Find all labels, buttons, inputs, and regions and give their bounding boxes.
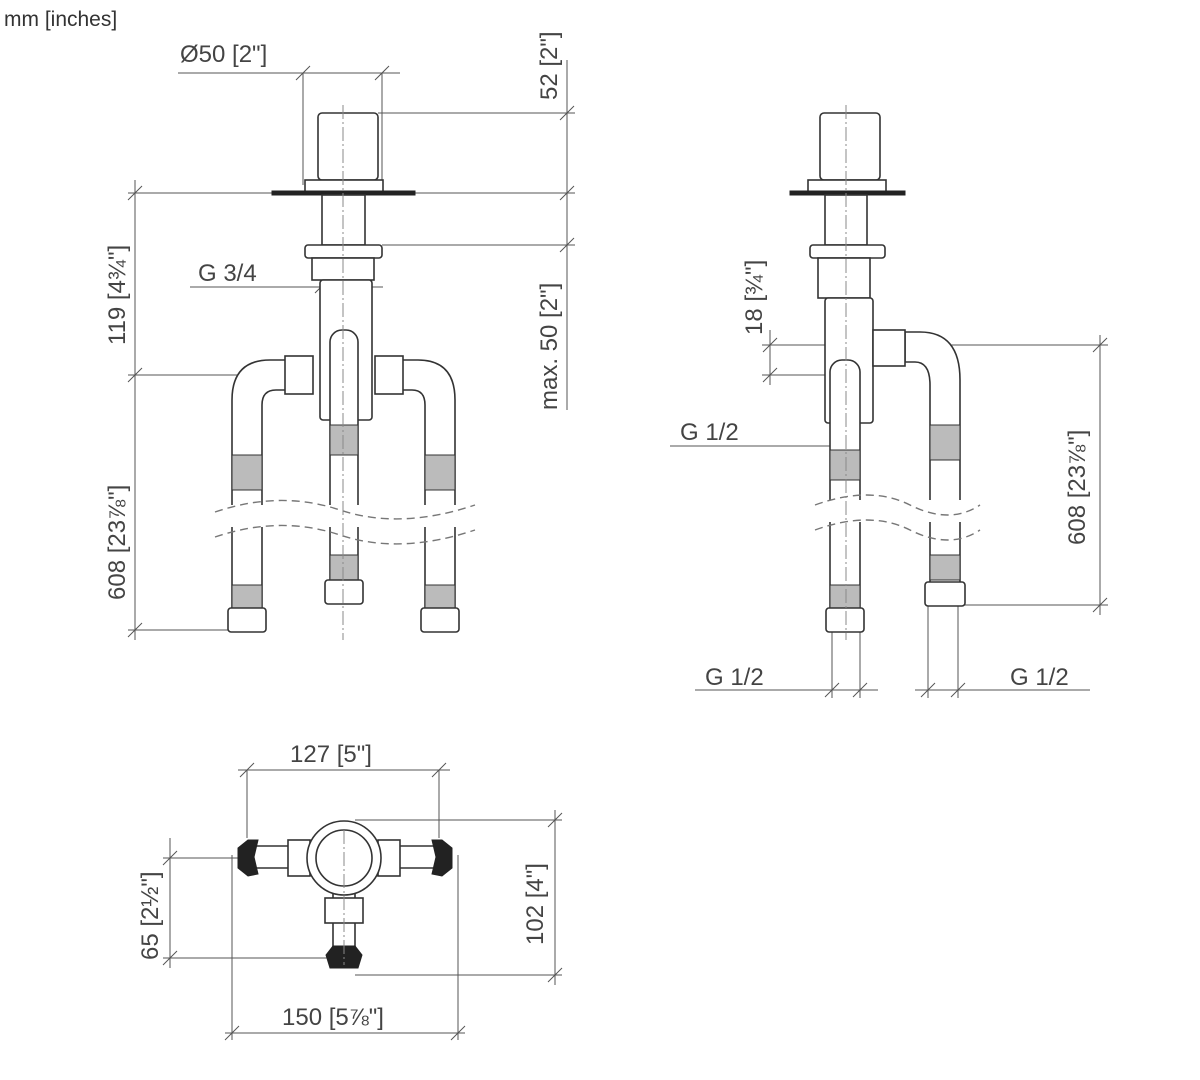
max-thickness-label: max. 50 [2"] [536, 283, 563, 410]
units-label: mm [inches] [4, 8, 117, 31]
hose-fittings [825, 424, 966, 633]
body-height-label: 119 [4¾"] [104, 245, 131, 345]
lock-nut [809, 244, 886, 259]
cap [317, 112, 379, 181]
hose-length-label: 608 [23⅞"] [104, 485, 131, 600]
break-line [814, 494, 981, 516]
cap-height-label: 52 [2"] [536, 31, 563, 100]
left-hex-fitting [237, 839, 259, 877]
side-view: 18 [¾"] G 1/2 608 [23⅞"] G 1/2 G 1/2 [670, 105, 1108, 698]
hose-fittings [227, 424, 460, 633]
right-nut [374, 355, 404, 395]
thread-sleeve [817, 257, 871, 299]
top-view: 127 [5"] 65 [2½"] 102 [4"] 150 [5⅞"] [137, 741, 563, 1041]
break-line [214, 524, 476, 545]
cap [819, 112, 881, 181]
total-width-label: 150 [5⅞"] [282, 1004, 384, 1031]
hose-length-label: 608 [23⅞"] [1064, 430, 1091, 545]
break-line [814, 519, 981, 541]
right-hex-fitting [431, 839, 453, 877]
break-line [214, 499, 476, 520]
break-gap [815, 500, 980, 522]
bottom-left-thread-label: G 1/2 [705, 664, 764, 691]
offset-label: 18 [¾"] [741, 260, 768, 335]
bottom-right-thread-label: G 1/2 [1010, 664, 1069, 691]
top-dimension-lines [162, 762, 563, 1041]
break-gap [210, 505, 480, 527]
total-depth-label: 102 [4"] [522, 863, 549, 945]
outlet-thread-label: G 1/2 [680, 419, 739, 446]
diameter-label: Ø50 [2"] [180, 41, 267, 68]
outlet-nut [872, 329, 906, 367]
thread-label: G 3/4 [198, 260, 257, 287]
spacing-label: 127 [5"] [290, 741, 372, 768]
front-dimension-lines [127, 60, 575, 640]
left-nut [284, 355, 314, 395]
depth-offset-label: 65 [2½"] [137, 871, 164, 960]
front-view: Ø50 [2"] 52 [2"] 119 [4¾"] G 3/4 max. 50… [104, 31, 575, 640]
